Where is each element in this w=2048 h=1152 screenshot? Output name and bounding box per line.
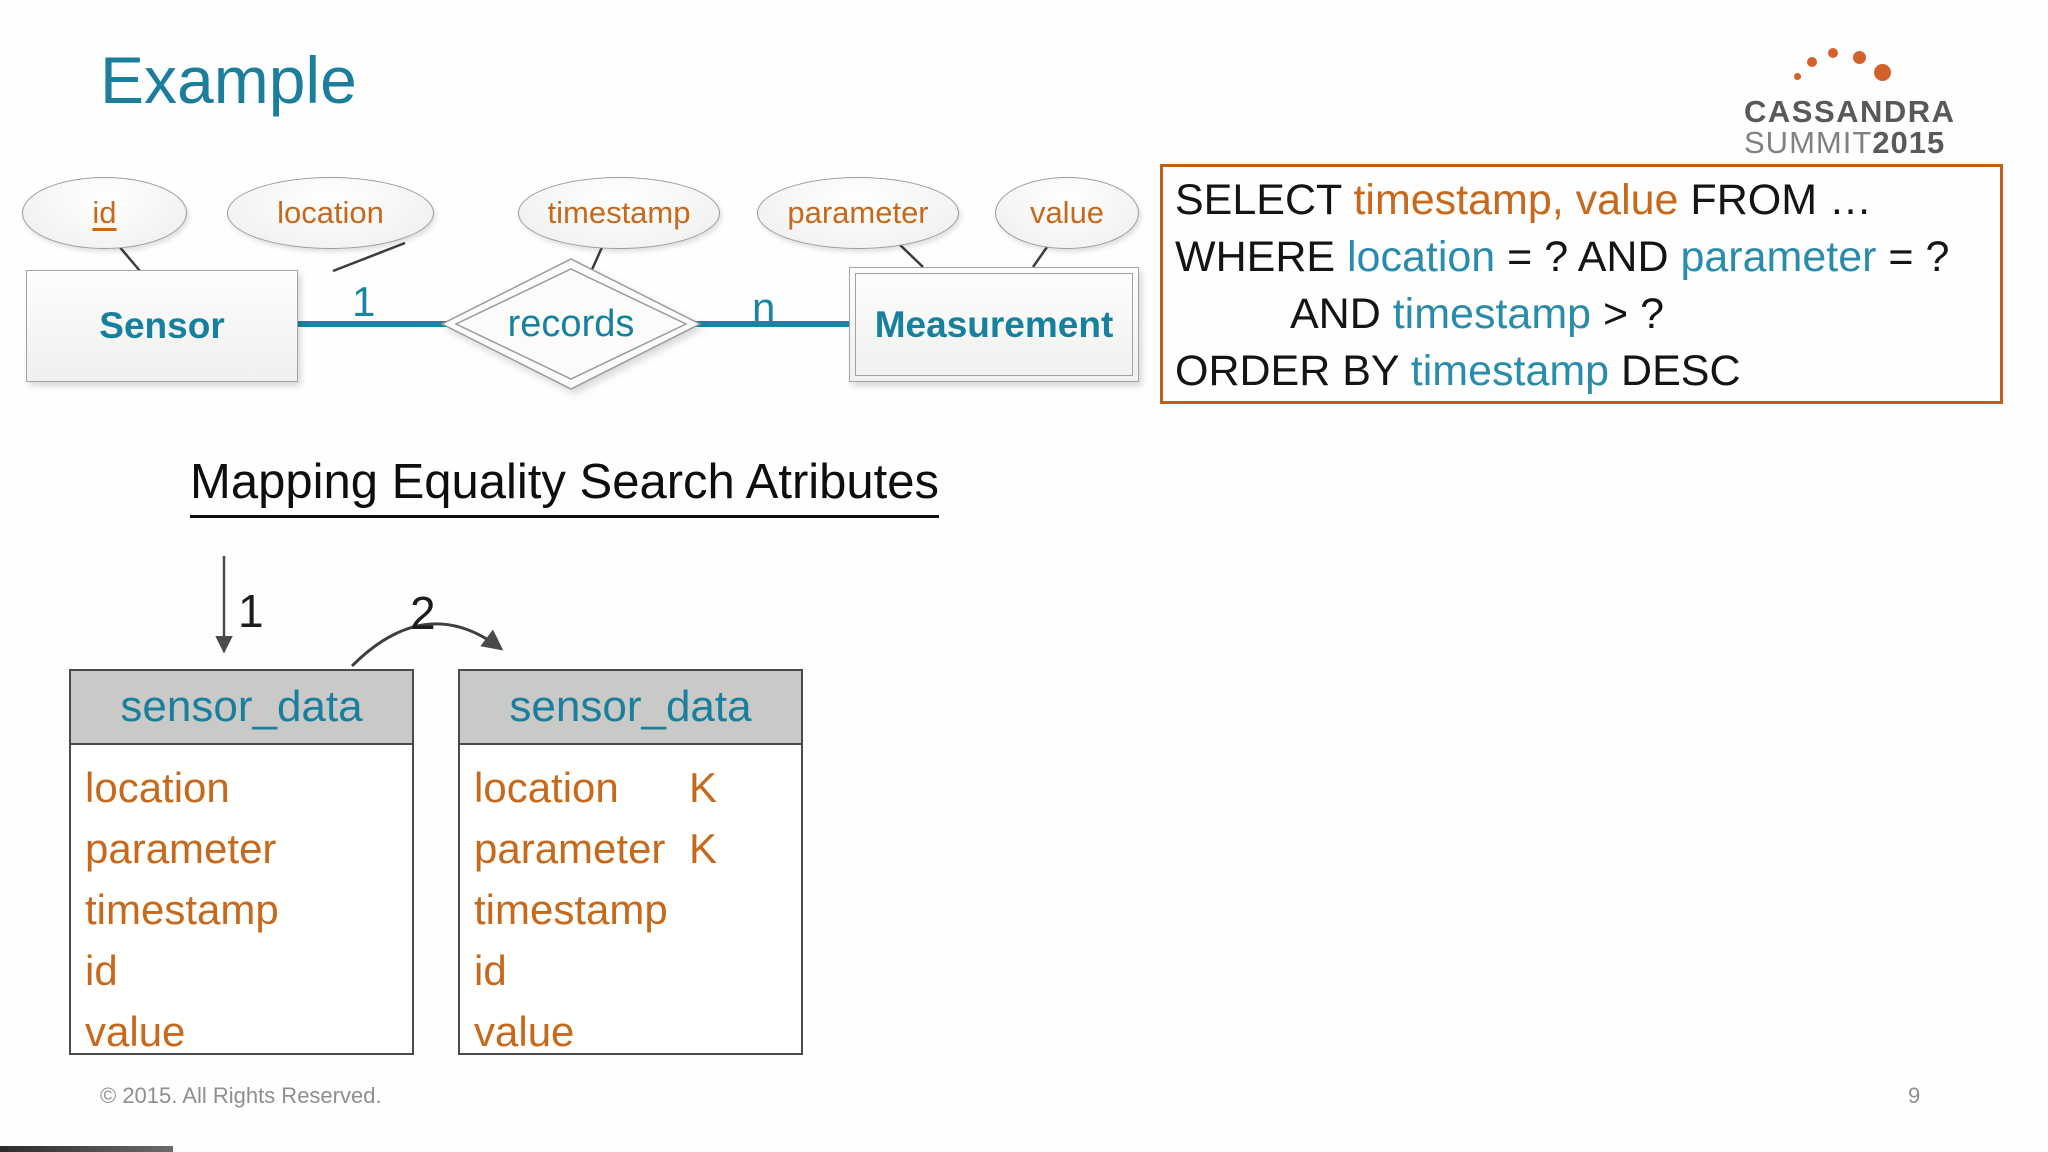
- weak-entity-inner-border: Measurement: [855, 273, 1133, 376]
- sql-keyword: SELECT: [1175, 176, 1354, 224]
- sql-keyword: ORDER BY: [1175, 347, 1411, 395]
- table-row: id: [474, 940, 801, 1001]
- attribute-ellipse-parameter: parameter: [757, 177, 959, 249]
- logo-dot: [1794, 73, 1801, 80]
- sql-columns: timestamp, value: [1353, 176, 1679, 224]
- table-row: timestamp: [474, 879, 801, 940]
- mapping-heading: Mapping Equality Search Atributes: [190, 454, 940, 518]
- table-row: location K: [474, 757, 801, 818]
- table-row: value: [474, 1001, 801, 1062]
- logo-dot: [1807, 57, 1817, 67]
- sql-column: timestamp: [1392, 290, 1592, 338]
- column-name: timestamp: [85, 885, 279, 933]
- table-row: timestamp: [85, 879, 412, 940]
- step-label-2: 2: [410, 587, 436, 639]
- attribute-ellipse-location: location: [227, 177, 434, 249]
- page-title: Example: [100, 43, 357, 117]
- table-rows: location parameter timestamp id value: [71, 745, 412, 1062]
- entity-label: Measurement: [874, 303, 1114, 345]
- column-name: parameter: [474, 824, 666, 872]
- sql-line: ORDER BY timestamp DESC: [1175, 343, 1988, 400]
- entity-label: Sensor: [99, 305, 225, 346]
- attribute-label: timestamp: [547, 195, 691, 230]
- connector-id-sensor: [117, 244, 141, 272]
- table-row: parameter: [85, 818, 412, 879]
- table-header: sensor_data: [460, 671, 801, 745]
- column-name: id: [474, 946, 507, 994]
- logo-year: 2015: [1872, 125, 1946, 160]
- attribute-label: value: [1029, 195, 1105, 230]
- logo-summit: SUMMIT: [1744, 125, 1873, 160]
- key-flag: K: [689, 763, 718, 811]
- table-header: sensor_data: [71, 671, 412, 745]
- column-name: value: [85, 1007, 186, 1055]
- table-row: id: [85, 940, 412, 1001]
- column-name: id: [85, 946, 118, 994]
- sql-keyword: = ? AND: [1495, 233, 1681, 281]
- sql-column: parameter: [1680, 233, 1877, 281]
- table-row: location: [85, 757, 412, 818]
- step-label-1: 1: [238, 585, 264, 637]
- bottom-edge-sliver: [0, 1146, 173, 1152]
- column-name: location: [85, 763, 230, 811]
- attribute-label: parameter: [787, 195, 929, 230]
- column-name: parameter: [85, 824, 277, 872]
- table-row: parameter K: [474, 818, 801, 879]
- sql-column: location: [1347, 233, 1496, 281]
- column-name: value: [474, 1007, 575, 1055]
- sql-keyword: DESC: [1609, 347, 1741, 395]
- logo-dot: [1874, 64, 1891, 81]
- sql-keyword: FROM …: [1678, 176, 1872, 224]
- sql-column: timestamp: [1410, 347, 1610, 395]
- page-number: 9: [1908, 1083, 1921, 1108]
- connector-timestamp-records: [588, 244, 605, 275]
- relationship-label: records: [507, 303, 635, 345]
- attribute-ellipse-id: id: [22, 177, 187, 249]
- sql-line: AND timestamp > ?: [1175, 286, 1988, 343]
- table-sensor-data-1: sensor_data location parameter timestamp…: [69, 669, 414, 1055]
- table-row: value: [85, 1001, 412, 1062]
- logo-cassandra: CASSANDRA: [1744, 94, 1956, 129]
- sql-keyword: = ?: [1876, 233, 1950, 281]
- sql-keyword: AND: [1290, 290, 1393, 338]
- column-name: location: [474, 763, 619, 811]
- attribute-ellipse-value: value: [995, 177, 1139, 249]
- connector-value-measurement: [1031, 246, 1049, 268]
- sql-keyword: WHERE: [1175, 233, 1347, 281]
- logo-dot: [1853, 51, 1866, 64]
- sql-query-box: SELECT timestamp, value FROM … WHERE loc…: [1160, 164, 2003, 404]
- attribute-label: location: [277, 195, 384, 230]
- attribute-ellipse-timestamp: timestamp: [518, 177, 720, 249]
- sql-keyword: > ?: [1591, 290, 1664, 338]
- footer-copyright: © 2015. All Rights Reserved.: [100, 1083, 382, 1108]
- sql-line: SELECT timestamp, value FROM …: [1175, 172, 1988, 229]
- cardinality-left: 1: [352, 278, 376, 325]
- sql-line: WHERE location = ? AND parameter = ?: [1175, 229, 1988, 286]
- connector-parameter-measurement: [896, 241, 924, 268]
- column-name: timestamp: [474, 885, 668, 933]
- entity-measurement: Measurement: [849, 267, 1139, 382]
- cardinality-right: n: [752, 284, 776, 331]
- table-title: sensor_data: [120, 682, 363, 731]
- key-flag: K: [689, 824, 718, 872]
- logo-summit-2015: SUMMIT2015: [1744, 125, 1945, 161]
- entity-sensor: Sensor: [26, 270, 298, 382]
- table-title: sensor_data: [509, 682, 752, 731]
- attribute-label: id: [92, 195, 117, 230]
- logo-dot: [1828, 48, 1838, 58]
